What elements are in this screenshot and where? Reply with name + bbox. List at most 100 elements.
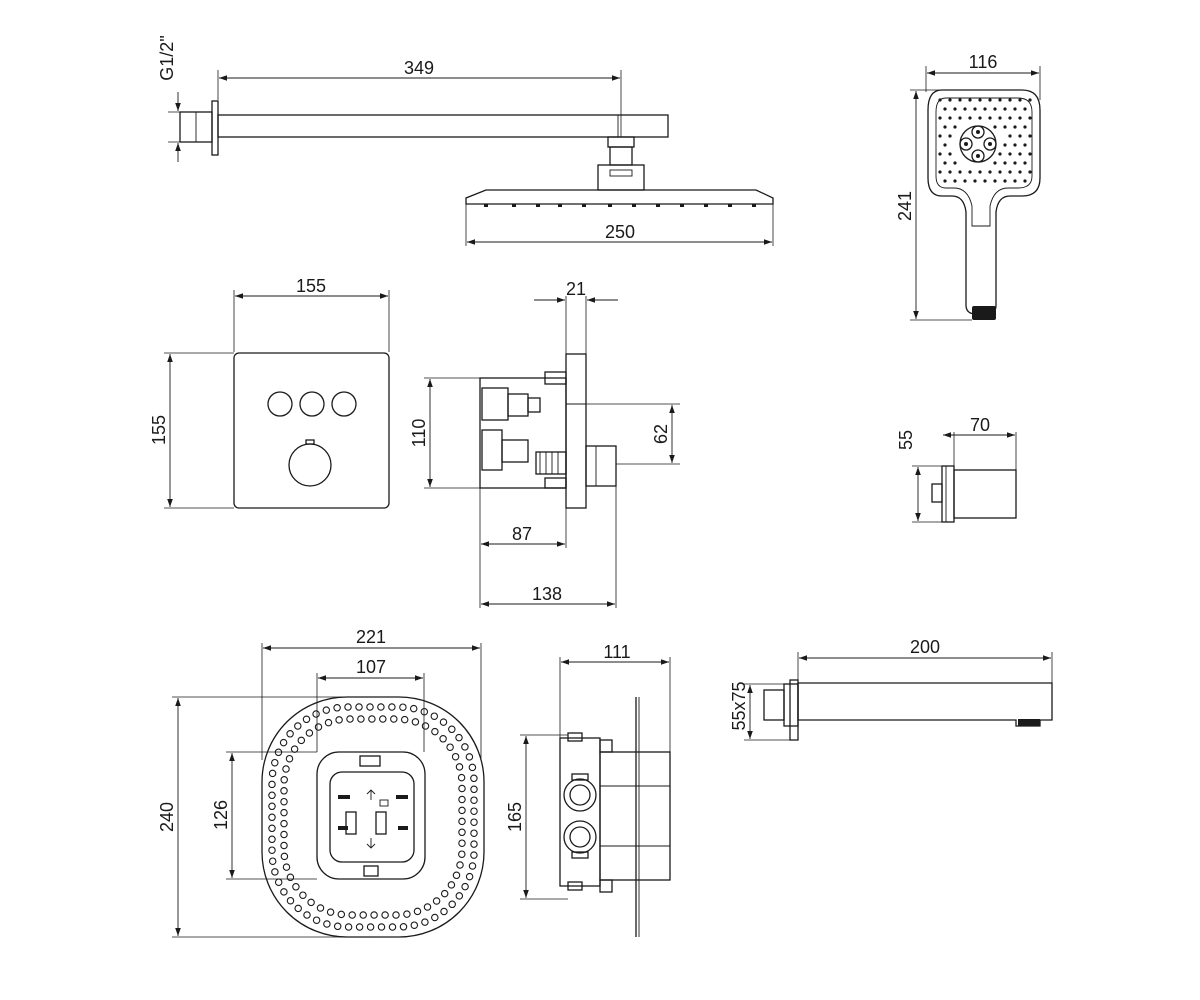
mounting-hole	[285, 754, 294, 763]
nozzle-dot	[948, 116, 952, 120]
mounting-hole	[458, 817, 466, 826]
mounting-hole	[377, 703, 385, 711]
nozzle-dot	[958, 170, 962, 174]
dim-box-height: 240	[157, 802, 177, 832]
nozzle-dot	[973, 107, 977, 111]
mounting-hole	[366, 703, 374, 711]
mounting-hole	[470, 807, 478, 815]
mounting-hole	[423, 903, 432, 911]
mounting-hole	[470, 840, 478, 848]
mounting-hole	[392, 911, 400, 919]
mounting-hole	[268, 824, 276, 833]
nozzle-dot	[953, 125, 957, 129]
nozzle-dot	[1028, 116, 1032, 120]
mounting-hole	[303, 911, 311, 919]
nozzle-dot	[958, 116, 962, 120]
mounting-hole	[268, 780, 276, 789]
mounting-hole	[280, 841, 288, 850]
nozzle-dot	[948, 134, 952, 138]
mounting-hole	[314, 723, 323, 731]
nozzle-dot	[943, 143, 947, 147]
mounting-hole	[344, 923, 353, 931]
nozzle-dot	[1028, 98, 1032, 102]
mounting-hole	[366, 923, 375, 931]
mounting-hole	[268, 846, 276, 854]
mounting-hole	[280, 776, 288, 784]
mounting-hole	[432, 897, 441, 905]
nozzle-dot	[993, 125, 997, 129]
dim-depth-87: 87	[512, 524, 532, 544]
mounting-hole	[316, 904, 325, 912]
nozzle-dot	[1008, 170, 1012, 174]
mounting-hole	[280, 787, 288, 795]
mounting-hole	[431, 727, 439, 736]
mounting-hole	[302, 715, 311, 724]
mounting-hole	[292, 883, 300, 891]
dim-spout-length: 200	[910, 637, 940, 657]
nozzle-dot	[948, 152, 952, 156]
nozzle-dot	[1008, 116, 1012, 120]
mounting-hole	[455, 892, 464, 900]
mounting-hole	[458, 795, 466, 804]
mounting-hole	[470, 818, 478, 826]
mounting-hole	[299, 891, 307, 899]
nozzle-dot	[1003, 107, 1007, 111]
mounting-hole	[280, 852, 289, 861]
mounting-hole	[324, 718, 333, 727]
mounting-hole	[457, 773, 466, 782]
nozzle-dot	[958, 98, 962, 102]
mounting-hole	[470, 851, 478, 859]
mounting-hole	[337, 910, 346, 919]
mounting-hole	[268, 857, 277, 865]
nozzle-dot	[973, 179, 977, 183]
dim-hand-height: 241	[895, 191, 915, 221]
nozzle-dot	[1018, 116, 1022, 120]
dim-thread: G1/2"	[157, 35, 177, 80]
mounting-hole	[357, 715, 365, 723]
dim-depth-138: 138	[532, 584, 562, 604]
nozzle-dot	[943, 107, 947, 111]
mounting-hole	[430, 712, 439, 720]
nozzle-dot	[988, 116, 992, 120]
nozzle-dot	[998, 98, 1002, 102]
mounting-hole	[461, 882, 469, 891]
nozzle-dot	[968, 116, 972, 120]
dim-hand-width: 116	[969, 52, 998, 72]
mounting-hole	[447, 881, 456, 889]
nozzle-dot	[983, 107, 987, 111]
mounting-hole	[355, 923, 364, 931]
overhead-shower-view: 349 250 G1/2"	[157, 35, 774, 246]
mounting-hole	[458, 850, 466, 858]
nozzle-dot	[1013, 143, 1017, 147]
mounting-hole	[268, 769, 277, 778]
push-button-1	[267, 391, 293, 417]
mounting-hole	[470, 796, 478, 804]
mounting-hole	[458, 784, 466, 793]
valve-side-view: 21 110 62 87 138	[409, 279, 680, 608]
dim-box-width: 221	[356, 627, 386, 647]
hand-shower-center-jets	[959, 125, 997, 163]
nozzle-dot	[978, 98, 982, 102]
mounting-hole	[468, 862, 477, 870]
mounting-hole	[370, 911, 378, 919]
nozzle-dot	[1003, 179, 1007, 183]
nozzle-dot	[993, 179, 997, 183]
mounting-hole	[421, 722, 430, 730]
nozzle-dot	[1018, 98, 1022, 102]
mounting-hole	[390, 715, 398, 723]
mounting-hole	[455, 763, 464, 771]
nozzle-dot	[1018, 170, 1022, 174]
mounting-hole	[448, 900, 456, 909]
nozzle-dot	[1028, 134, 1032, 138]
push-button-3	[331, 391, 357, 417]
mounting-hole	[379, 715, 387, 723]
control-plate-front-view: 155 155	[149, 276, 390, 509]
nozzle-dot	[948, 98, 952, 102]
nozzle-dot	[1028, 170, 1032, 174]
nozzle-dot	[993, 161, 997, 165]
dim-holder-width: 70	[970, 415, 990, 435]
dim-valve-height: 110	[409, 419, 429, 448]
nozzle-dot	[1028, 152, 1032, 156]
mounting-hole	[335, 716, 343, 724]
mounting-hole	[282, 765, 290, 773]
